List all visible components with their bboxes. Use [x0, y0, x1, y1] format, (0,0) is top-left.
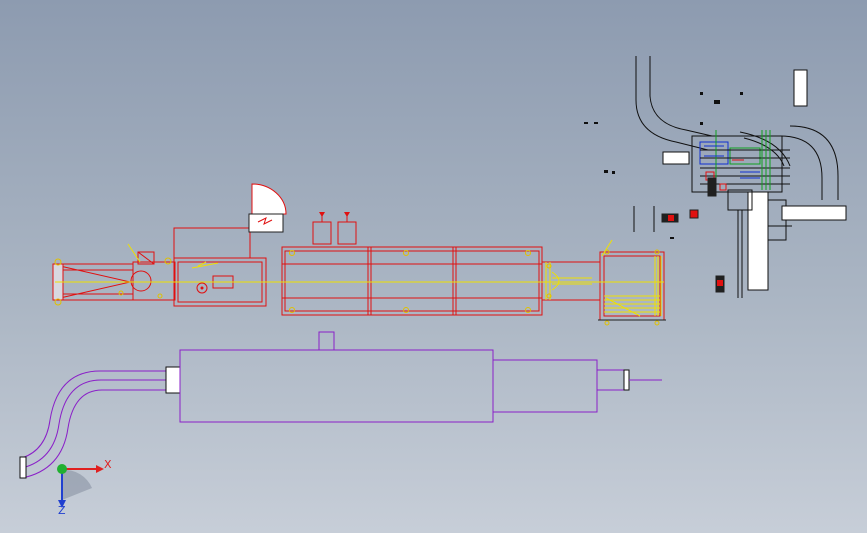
top-brackets [312, 212, 357, 245]
y-axis-dot [57, 464, 67, 474]
upper-assembly[interactable] [52, 183, 666, 326]
right-detail-assembly[interactable] [584, 56, 847, 298]
connector-block [118, 243, 176, 301]
x-axis-label: X [104, 458, 112, 471]
end-flange [598, 239, 666, 326]
main-body [281, 246, 543, 316]
lower-assembly[interactable] [19, 331, 662, 479]
housing-block [173, 227, 267, 307]
z-axis-label: Z [58, 504, 66, 517]
coordinate-triad: X Z [57, 458, 112, 517]
motor-dome [248, 183, 287, 233]
purple-main-cylinder [179, 349, 494, 423]
right-reducer [541, 261, 601, 301]
